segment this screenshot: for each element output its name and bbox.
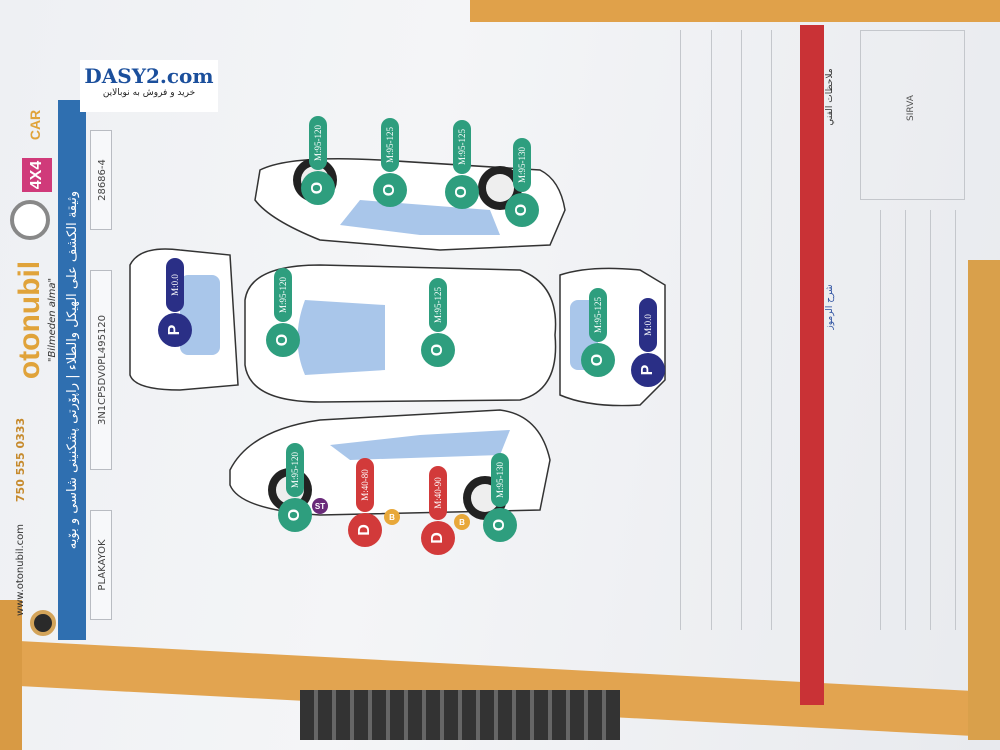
reading-text: M:95-130 [517, 147, 527, 183]
orange-border-right [968, 260, 1000, 740]
mark-badge-d: D [421, 521, 455, 555]
reading-tag: M:95-130 [491, 453, 509, 507]
watermark-tagline: خرید و فروش به نوبالاین [102, 88, 196, 98]
reading-tag: M:0.0 [166, 258, 184, 312]
reading-tag: M:95-125 [589, 288, 607, 342]
watermark-logo: DASY2.com [84, 64, 214, 88]
mark-badge-o: O [266, 323, 300, 357]
vin-field: 3N1CP5DV0PL495120 [90, 270, 112, 470]
reading-tag: M:95-120 [274, 268, 292, 322]
reading-tag: M:40-90 [429, 466, 447, 520]
car-label: CAR [27, 109, 43, 141]
mark-badge-o: O [301, 171, 335, 205]
reading-tag: M:95-125 [381, 118, 399, 172]
mark-badge-o: O [483, 508, 517, 542]
legend-title: شرح الرموز [825, 284, 835, 330]
reading-text: M:40-80 [360, 469, 370, 501]
reading-tag: M:95-120 [286, 443, 304, 497]
part-table [680, 30, 795, 630]
title-band: وثيقة الكشف على الهيكل والطلاء | راپۆرتی… [58, 100, 86, 640]
reading-text: M:0.0 [643, 314, 654, 336]
reading-tag: M:95-130 [513, 138, 531, 192]
website: www.otonubil.com [14, 523, 26, 617]
reading-text: M:95-120 [290, 452, 300, 488]
signature-label: SIRVA [906, 95, 916, 121]
mark-badge-d: D [348, 513, 382, 547]
mark-badge-o: O [278, 498, 312, 532]
small-mark-b: B [384, 509, 400, 525]
small-mark-st: ST [312, 498, 328, 514]
mark-badge-o: O [505, 193, 539, 227]
brand-eye-icon [30, 610, 56, 636]
reading-text: M:95-125 [593, 297, 603, 333]
mark-badge-o: O [581, 343, 615, 377]
vin-value: 3N1CP5DV0PL495120 [96, 314, 108, 426]
mark-badge-o: O [421, 333, 455, 367]
reading-text: M:95-125 [385, 127, 395, 163]
mark-badge-o: O [373, 173, 407, 207]
badge-4x4: 4X4 [22, 158, 52, 192]
brand-logo: otonubil [13, 260, 46, 380]
notes-lines [860, 210, 965, 630]
orange-border-left [0, 600, 22, 750]
reading-tag: M:0.0 [639, 298, 657, 352]
magnifier-icon [10, 200, 50, 240]
mark-badge-p: P [158, 313, 192, 347]
reading-text: M:95-120 [278, 277, 288, 313]
slogan: "Bilmeden alma" [46, 277, 58, 363]
reading-text: M:95-120 [313, 125, 323, 161]
watermark: DASY2.com خرید و فروش به نوبالاین [80, 60, 218, 112]
reading-text: M:95-125 [433, 287, 443, 323]
tire-tread-band [300, 690, 620, 740]
notes-header-band [800, 25, 824, 705]
mark-badge-p: P [631, 353, 665, 387]
technician-label: ملاحظات الفني [825, 68, 835, 126]
reading-tag: M:40-80 [356, 458, 374, 512]
reading-tag: M:95-125 [429, 278, 447, 332]
plate-value: PLAKAYOK [96, 539, 108, 591]
document-title: وثيقة الكشف على الهيكل والطلاء | راپۆرتی… [64, 190, 80, 550]
phone: 750 555 0333 [13, 417, 27, 503]
reading-tag: M:95-125 [453, 120, 471, 174]
mark-badge-o: O [445, 175, 479, 209]
reading-tag: M:95-120 [309, 116, 327, 170]
mileage-field: 28686-4 [90, 130, 112, 230]
plate-field: PLAKAYOK [90, 510, 112, 620]
reading-text: M:0.0 [170, 274, 181, 296]
small-mark-b: B [454, 514, 470, 530]
signature-box: SIRVA [860, 30, 965, 200]
orange-border-top [470, 0, 1000, 22]
reading-text: M:95-125 [457, 129, 467, 165]
reading-text: M:95-130 [495, 462, 505, 498]
mileage-value: 28686-4 [96, 159, 108, 201]
reading-text: M:40-90 [433, 477, 443, 509]
